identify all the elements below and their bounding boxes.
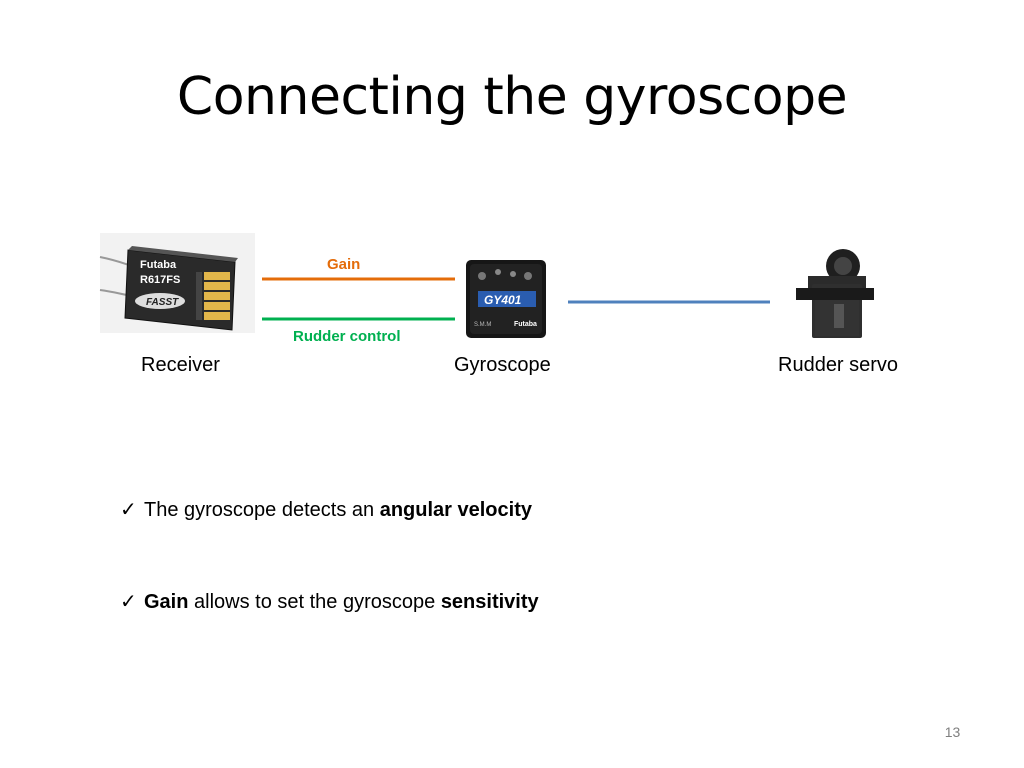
receiver-model: R617FS [140,274,180,286]
receiver-image: Futaba R617FS FASST [99,233,255,333]
bullet-gain-sensitivity: ✓ Gain allows to set the gyroscope sensit… [120,589,539,615]
checkmark-icon: ✓ [120,499,137,521]
rudder-servo-label: Rudder servo [778,354,899,376]
gyroscope-model: GY401 [484,293,522,307]
gyroscope-label: Gyroscope [454,354,551,376]
gain-label: Gain [327,256,361,273]
bullet-text: The gyroscope detects an [144,499,380,521]
rudder-control-label: Rudder control [293,328,401,345]
receiver-badge: FASST [146,297,179,308]
receiver-brand: Futaba [140,259,177,271]
bullet-text: allows to set the gyroscope [188,591,441,613]
slide-title: Connecting the gyroscope [176,67,848,127]
page-number: 13 [944,724,961,740]
bullet-emphasis: Gain [144,591,189,613]
gyroscope-tag: S.M.M [474,322,491,328]
gyroscope-image: GY401 S.M.M Futaba [466,260,546,338]
bullet-angular-velocity: ✓ The gyroscope detects an angular veloci… [120,497,532,523]
checkmark-icon: ✓ [120,591,137,613]
servo-image [796,249,874,338]
bullet-emphasis: angular velocity [379,499,532,521]
receiver-label: Receiver [141,354,220,376]
bullet-emphasis: sensitivity [440,591,539,613]
gyroscope-brand: Futaba [514,321,537,328]
